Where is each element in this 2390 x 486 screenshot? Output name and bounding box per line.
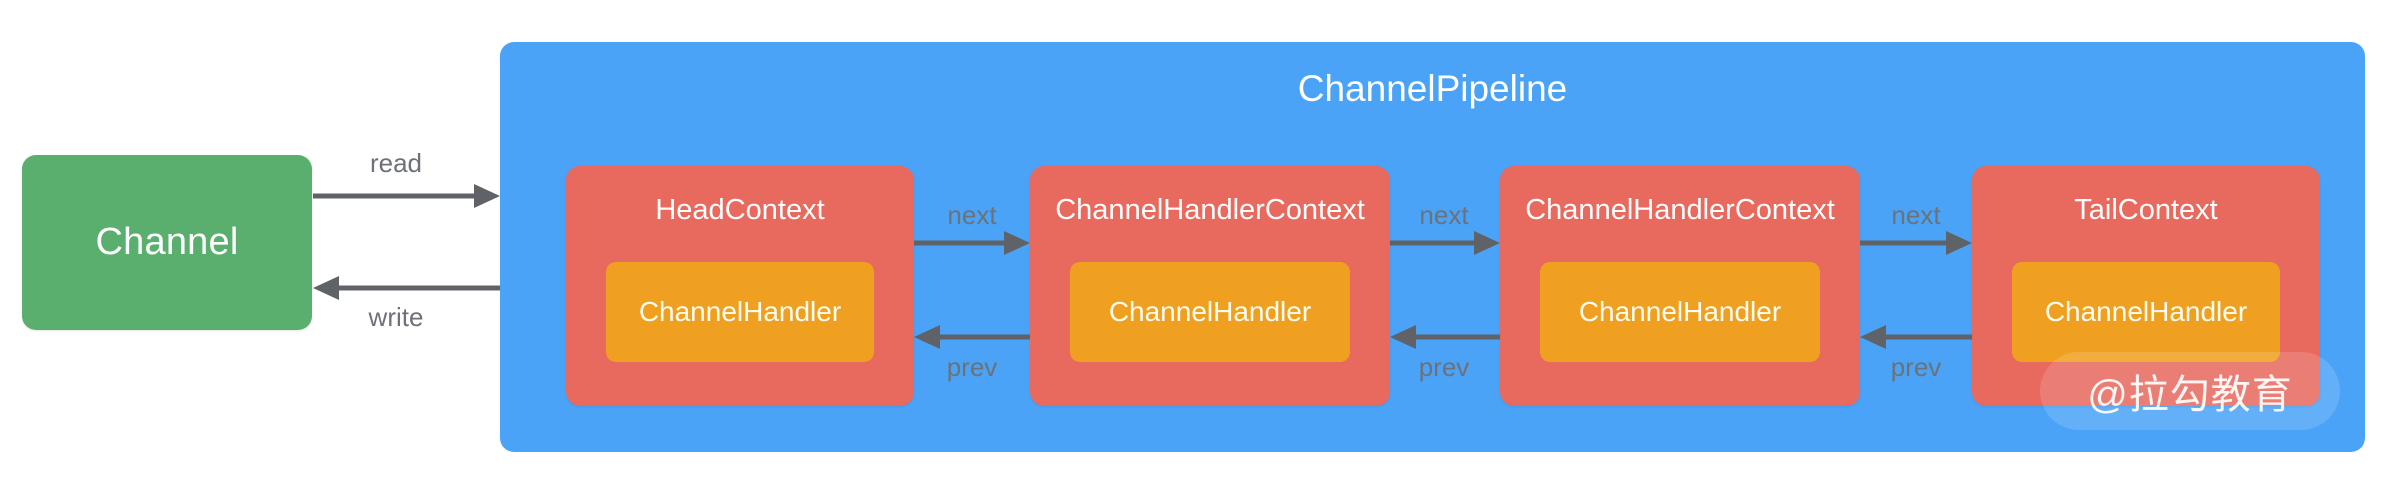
channel-pipeline-title: ChannelPipeline bbox=[1297, 68, 1568, 109]
edge-label-prev-2: prev bbox=[1418, 352, 1470, 382]
channel-handler-label: ChannelHandler bbox=[2044, 296, 2248, 327]
channel-node-label: Channel bbox=[95, 221, 239, 263]
edge-label-prev-3: prev bbox=[1890, 352, 1942, 382]
channel-handler-node[interactable]: ChannelHandler bbox=[606, 262, 874, 362]
channel-node[interactable]: Channel bbox=[22, 155, 312, 330]
context-node-title: ChannelHandlerContext bbox=[1055, 194, 1365, 226]
channel-handler-label: ChannelHandler bbox=[1108, 296, 1312, 327]
context-node-title: HeadContext bbox=[655, 194, 825, 226]
channel-handler-label: ChannelHandler bbox=[1578, 296, 1782, 327]
edge-label-prev-1: prev bbox=[946, 352, 998, 382]
edge-label-write: write bbox=[368, 302, 424, 332]
edge-label-read: read bbox=[369, 148, 423, 178]
arrow-write bbox=[313, 276, 500, 300]
context-node-tail[interactable]: TailContext ChannelHandler bbox=[1972, 166, 2320, 406]
arrow-read bbox=[313, 184, 500, 208]
channel-handler-label: ChannelHandler bbox=[638, 296, 842, 327]
context-node-title: ChannelHandlerContext bbox=[1525, 194, 1835, 226]
channel-handler-node[interactable]: ChannelHandler bbox=[1070, 262, 1350, 362]
edge-label-next-3: next bbox=[1891, 200, 1941, 230]
context-node-middle-1[interactable]: ChannelHandlerContext ChannelHandler bbox=[1030, 166, 1390, 406]
watermark: @拉勾教育 bbox=[2040, 352, 2340, 430]
channel-handler-node[interactable]: ChannelHandler bbox=[1540, 262, 1820, 362]
context-node-head[interactable]: HeadContext ChannelHandler bbox=[566, 166, 914, 406]
context-node-title: TailContext bbox=[2074, 194, 2218, 226]
edge-label-next-1: next bbox=[947, 200, 997, 230]
watermark-text: @拉勾教育 bbox=[2087, 373, 2293, 417]
context-node-middle-2[interactable]: ChannelHandlerContext ChannelHandler bbox=[1500, 166, 1860, 406]
edge-label-next-2: next bbox=[1419, 200, 1469, 230]
channel-handler-node[interactable]: ChannelHandler bbox=[2012, 262, 2280, 362]
